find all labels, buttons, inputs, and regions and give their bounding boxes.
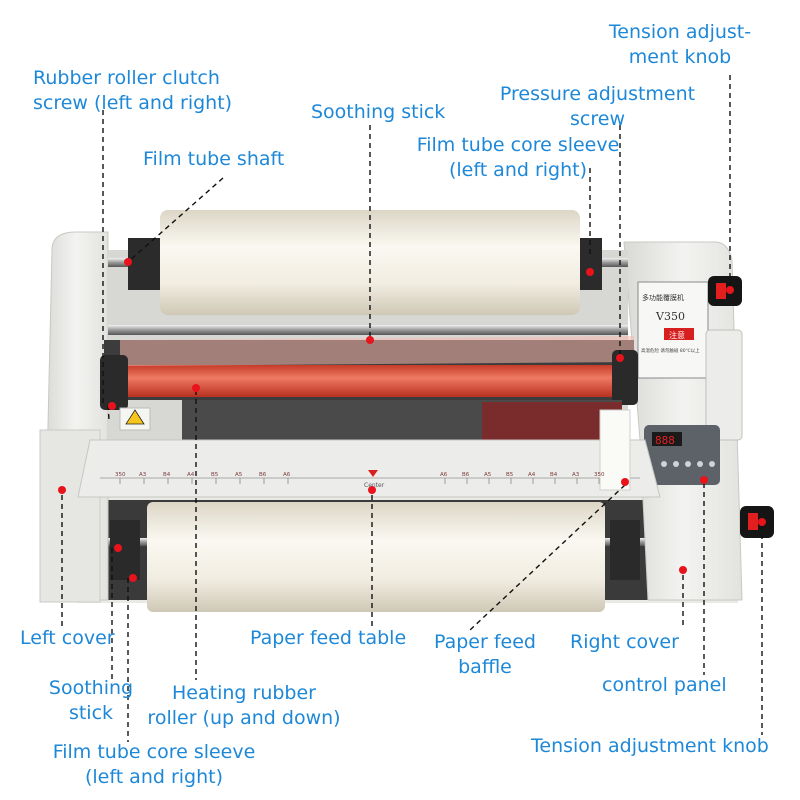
model-text: V350 [655, 310, 685, 323]
label-line: baffle [458, 656, 512, 678]
label-line: Pressure adjustment [499, 83, 696, 105]
label-paper-feed-baffle: Paper feed baffle [425, 630, 545, 680]
label-line: Heating rubber [172, 682, 316, 704]
label-line: Tension adjustment knob [531, 735, 769, 757]
warning-title: 注意 [669, 330, 685, 340]
tension-knob-bottom [740, 506, 774, 538]
label-heating-roller: Heating rubber roller (up and down) [140, 681, 348, 731]
label-soothing-stick-bottom: Soothing stick [40, 676, 142, 726]
label-line: Left cover [20, 627, 115, 649]
label-line: (left and right) [448, 159, 588, 181]
warning-sticker [119, 407, 151, 431]
label-line: roller (up and down) [147, 707, 341, 729]
label-core-sleeve-bottom: Film tube core sleeve (left and right) [40, 740, 268, 790]
scale-left: 350 A3 B4 A4 B5 A5 B6 A6 [115, 472, 291, 484]
scale-label: A5 [235, 472, 243, 478]
scale-label: 350 [115, 472, 126, 478]
label-line: control panel [602, 674, 727, 696]
label-clutch-screw: Rubber roller clutch screw (left and rig… [33, 66, 232, 116]
label-right-cover: Right cover [570, 630, 679, 655]
tension-knob-top [708, 276, 742, 306]
warning-text: 高温危险 请勿触碰 80℃以上 [641, 347, 700, 354]
pointer-dots [58, 258, 766, 582]
right-cover [623, 241, 743, 601]
scale-label: A5 [484, 472, 492, 478]
leader-lines [61, 75, 763, 742]
upper-film-roll [128, 210, 602, 315]
scale-label: 350 [594, 472, 605, 478]
label-line: stick [68, 702, 114, 724]
scale-label: A6 [440, 472, 448, 478]
label-line: ment knob [628, 46, 732, 68]
label-line: Film tube core sleeve [52, 741, 256, 763]
label-line: screw [570, 108, 625, 130]
label-line: Film tube shaft [143, 148, 285, 170]
scale-right: A6 B6 A5 B5 A4 B4 A3 350 [440, 472, 605, 484]
lower-film-roll [95, 502, 655, 612]
scale-label: A4 [187, 472, 195, 478]
label-line: Right cover [570, 631, 679, 653]
brand-text: 多功能覆膜机 [642, 293, 684, 302]
scale-label: B4 [163, 472, 171, 478]
scale-label: B5 [506, 472, 514, 478]
label-paper-feed-table: Paper feed table [250, 626, 406, 651]
label-line: (left and right) [84, 766, 224, 788]
label-line: Paper feed [434, 631, 536, 653]
label-pressure-screw: Pressure adjustment screw [490, 82, 705, 132]
label-tension-knob-bottom: Tension adjustment knob [531, 734, 769, 759]
label-line: screw (left and right) [33, 92, 233, 114]
label-line: Soothing [48, 677, 134, 699]
scale-label: A6 [283, 472, 291, 478]
scale-label: B5 [211, 472, 219, 478]
label-line: Paper feed table [250, 627, 407, 649]
heating-roller [100, 336, 638, 410]
label-line: Rubber roller clutch [33, 67, 220, 89]
display-readout: 888 [655, 434, 675, 447]
scale-label: A4 [528, 472, 536, 478]
label-line: Film tube core sleeve [416, 134, 620, 156]
label-film-tube-shaft: Film tube shaft [143, 147, 284, 172]
scale-label: B4 [550, 472, 558, 478]
label-left-cover: Left cover [20, 626, 115, 651]
scale-label: B6 [259, 472, 267, 478]
scale-label: A3 [139, 472, 147, 478]
paper-feed-table [77, 400, 661, 498]
label-soothing-stick-top: Soothing stick [311, 100, 445, 125]
scale-label: A3 [572, 472, 580, 478]
scale-label: B6 [462, 472, 470, 478]
label-core-sleeve-top: Film tube core sleeve (left and right) [408, 133, 628, 183]
label-line: Soothing stick [311, 101, 446, 123]
label-control-panel: control panel [602, 673, 727, 698]
left-cover [39, 231, 109, 603]
label-line: Tension adjust- [608, 21, 752, 43]
center-mark: Center [364, 482, 385, 489]
label-tension-knob-top: Tension adjust- ment knob [600, 20, 760, 70]
